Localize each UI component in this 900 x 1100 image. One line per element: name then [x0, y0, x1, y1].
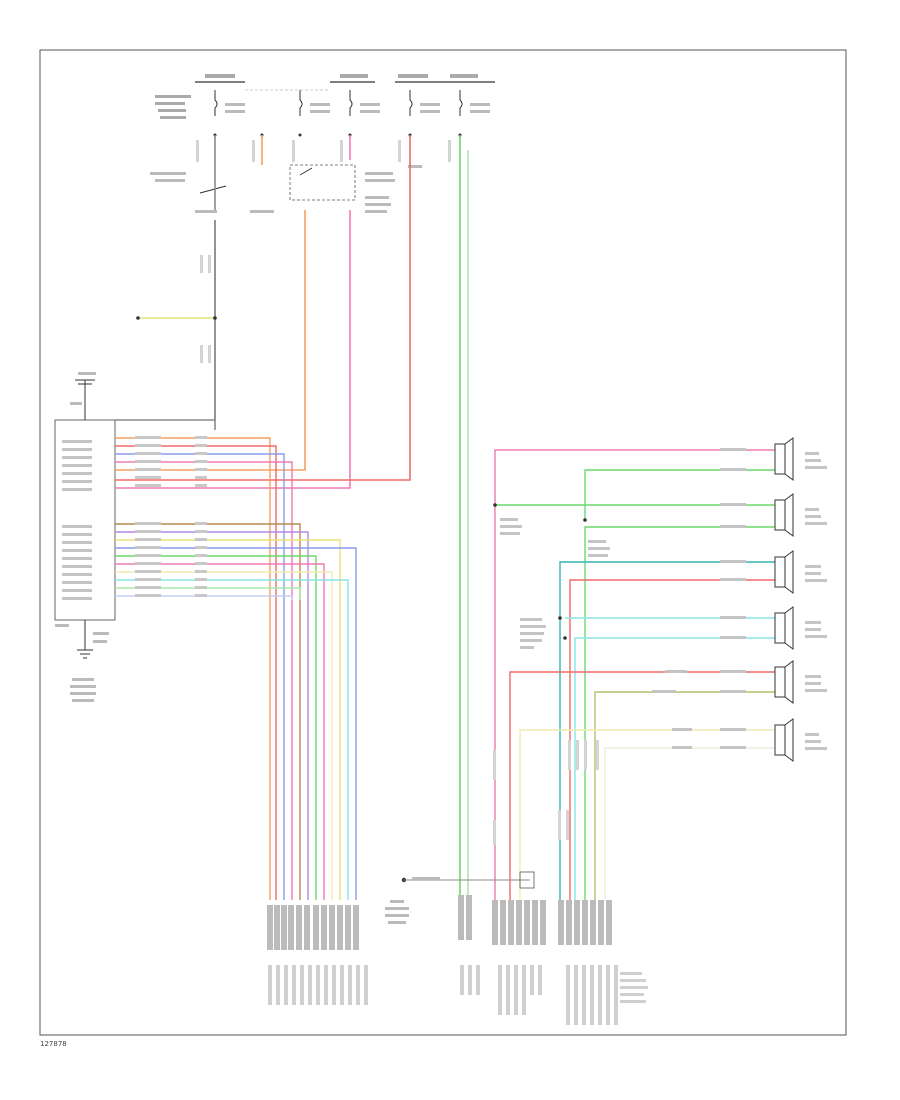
antenna-icon	[75, 379, 95, 420]
connector-icon	[267, 895, 648, 1025]
power-wires	[115, 135, 469, 900]
fuse-icon	[214, 90, 463, 116]
radio-module	[54, 372, 116, 702]
switch-box	[289, 164, 356, 201]
power-distribution-section	[150, 74, 495, 213]
radio-output-wires	[115, 437, 357, 900]
splice-ground	[385, 871, 535, 924]
ground-icon	[77, 620, 93, 659]
figure-code: 127878	[40, 1040, 67, 1048]
switch-icon	[199, 167, 313, 194]
diagram-frame	[39, 49, 847, 1036]
speaker-wires	[494, 449, 775, 900]
speaker-icon	[774, 437, 794, 762]
